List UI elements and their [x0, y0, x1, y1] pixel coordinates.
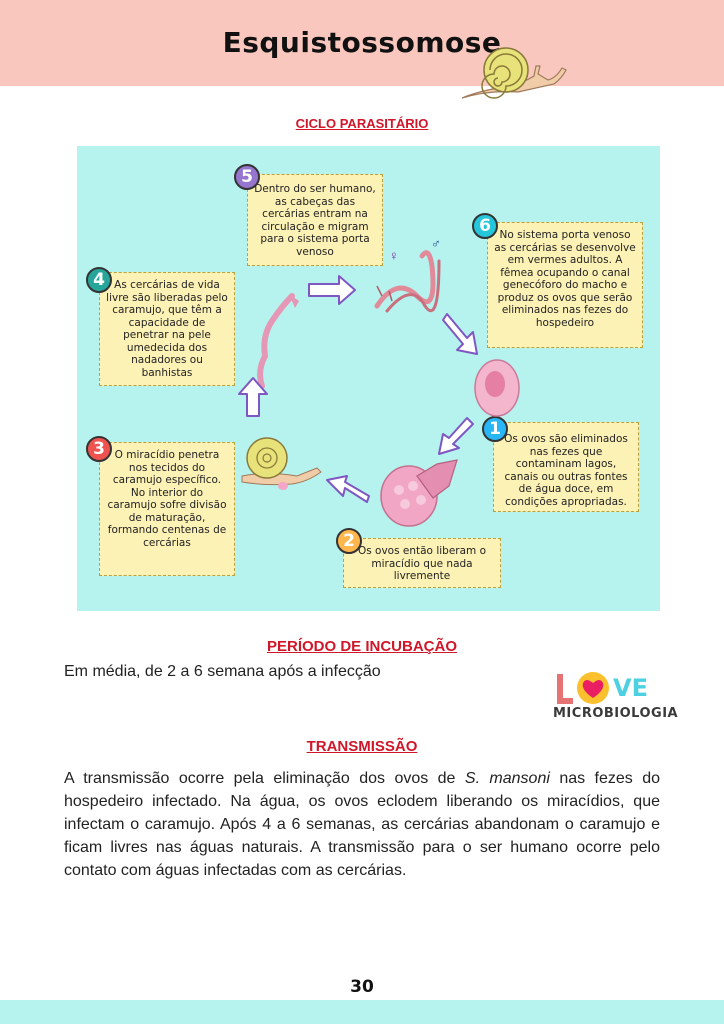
love-microbiologia-logo: VE MICROBIOLOGIA — [553, 668, 679, 730]
adult-worms-illustration — [374, 250, 441, 313]
transmission-text-part2: nas fezes do hospedeiro infectado. Na ág… — [64, 770, 661, 879]
cercaria-illustration — [257, 293, 299, 389]
arrow-3-to-4 — [238, 377, 268, 417]
female-symbol: ♀ — [389, 248, 399, 263]
cycle-illustrations — [238, 250, 520, 527]
incubation-heading: PERÍODO DE INCUBAÇÃO — [266, 638, 457, 655]
step-1-badge: 1 — [482, 416, 508, 442]
step-3-badge: 3 — [86, 436, 112, 462]
step-2-text: Os ovos então liberam o miracídio que na… — [357, 545, 487, 582]
arrow-6-to-egg — [442, 313, 478, 355]
snail-illustration — [461, 47, 567, 99]
step-5-badge: 5 — [234, 164, 260, 190]
transmission-heading: TRANSMISSÃO — [306, 738, 418, 755]
step-3-text: O miracídio penetra nos tecidos do caram… — [107, 449, 227, 549]
step-6-badge: 6 — [472, 213, 498, 239]
snail-in-water-illustration — [241, 437, 322, 490]
step-2-badge: 2 — [336, 528, 362, 554]
logo-word: MICROBIOLOGIA — [553, 706, 679, 721]
egg-illustration — [474, 359, 520, 417]
step-6-text: No sistema porta venoso as cercárias se … — [494, 229, 636, 329]
life-cycle-diagram: Dentro do ser humano, as cabeças das cer… — [77, 146, 660, 611]
arrow-5-to-6 — [308, 275, 356, 305]
arrow-1-to-2 — [438, 417, 474, 455]
cycle-heading: CICLO PARASITÁRIO — [295, 116, 429, 131]
arrow-2-to-3 — [326, 475, 370, 503]
logo-mark — [557, 672, 609, 704]
step-1-text: Os ovos são eliminados nas fezes que con… — [504, 433, 628, 508]
step-4-badge: 4 — [86, 267, 112, 293]
miracidium-illustration — [380, 459, 458, 527]
incubation-text: Em média, de 2 a 6 semana após a infecçã… — [64, 663, 381, 680]
page-number: 30 — [350, 977, 374, 997]
male-symbol: ♂ — [431, 236, 441, 251]
header-band — [0, 0, 724, 86]
transmission-paragraph: A transmissão ocorre pela eliminação dos… — [64, 767, 660, 882]
species-name: S. mansoni — [464, 770, 550, 787]
step-4-text: As cercárias de vida livre são liberadas… — [106, 279, 228, 379]
transmission-text-part1: A transmissão ocorre pela eliminação dos… — [64, 770, 465, 787]
page-title: Esquistossomose — [222, 26, 502, 59]
step-2-box: Os ovos então liberam o miracídio que na… — [343, 538, 501, 588]
footer-band — [0, 1000, 724, 1024]
logo-letters: VE — [613, 674, 648, 702]
step-5-box: Dentro do ser humano, as cabeças das cer… — [247, 174, 383, 266]
step-1-box: Os ovos são eliminados nas fezes que con… — [493, 422, 639, 512]
step-5-text: Dentro do ser humano, as cabeças das cer… — [254, 183, 376, 258]
step-4-box: As cercárias de vida livre são liberadas… — [99, 272, 235, 386]
step-6-box: No sistema porta venoso as cercárias se … — [487, 222, 643, 348]
step-3-box: O miracídio penetra nos tecidos do caram… — [99, 442, 235, 576]
